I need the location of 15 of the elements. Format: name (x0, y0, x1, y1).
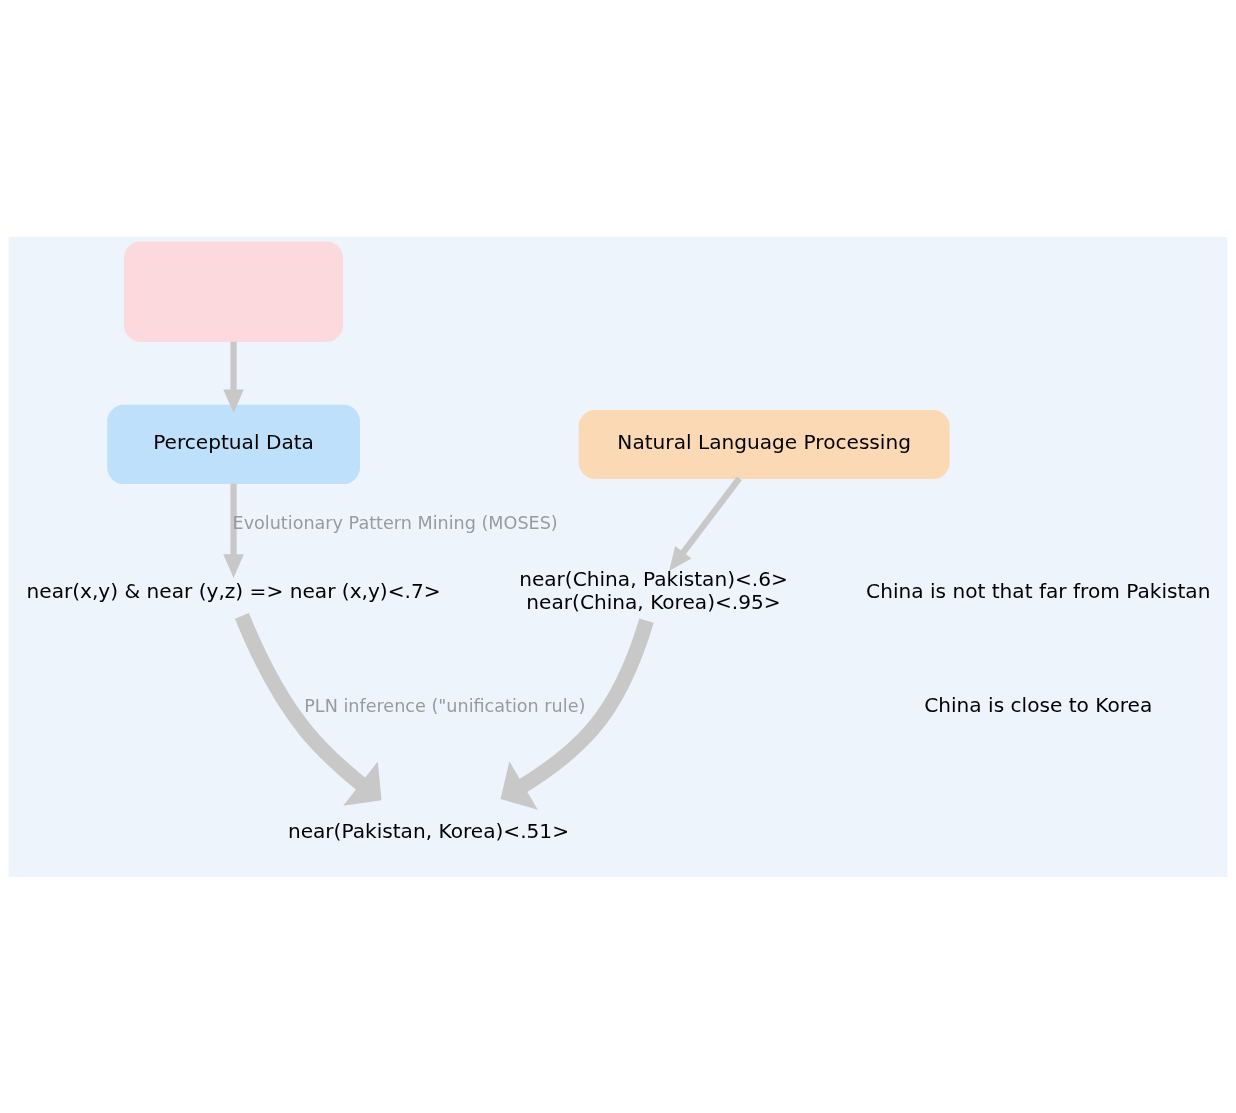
node-text: near(Pakistan, Korea)<.51> (287, 818, 569, 843)
label: China is close to Korea (924, 692, 1153, 717)
edge-label: PLN inference ("unification rule) (304, 695, 586, 716)
edge-label: Evolutionary Pattern Mining (MOSES) (232, 512, 558, 533)
node-box: Perceptual Data (107, 404, 360, 484)
node-text: near(China, Pakistan)<.6> near(China, Korea)<.95> (519, 566, 788, 614)
node-text: near(x,y) & near (y,z) => near (x,y)<.7> (26, 578, 441, 603)
arrow (223, 341, 244, 413)
arrow (234, 612, 382, 806)
label: China is not that far from Pakistan (866, 578, 1211, 603)
node-box (124, 240, 343, 342)
arrow (500, 617, 654, 810)
node-box: Natural Language Processing (578, 409, 950, 479)
arrow (669, 476, 742, 571)
arrow (223, 483, 244, 578)
